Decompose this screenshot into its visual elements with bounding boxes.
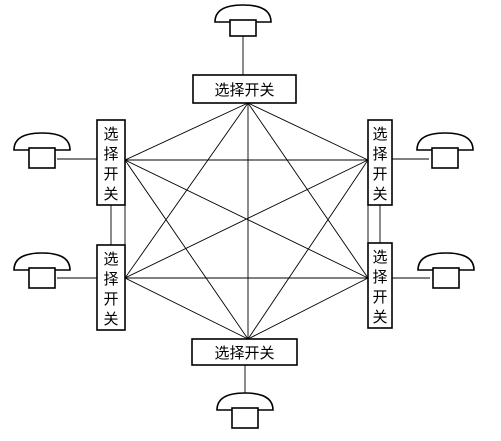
switch-upper-left-char-2: 择 xyxy=(103,145,118,163)
switch-bottom-label: 选择开关 xyxy=(214,344,274,362)
mesh-link-top-upper-left xyxy=(124,102,249,161)
telephone-icon xyxy=(13,252,71,289)
switch-lower-left: 选 择 开 关 xyxy=(96,244,126,331)
switch-lower-left-char-1: 选 xyxy=(103,250,118,268)
telephone-top xyxy=(214,4,272,37)
mesh-link-lower-right-bottom xyxy=(247,277,369,340)
switch-lower-right: 选 择 开 关 xyxy=(367,242,393,329)
mesh-links xyxy=(124,102,369,340)
telephone-lower-right xyxy=(417,252,475,289)
telephone-icon xyxy=(417,252,475,289)
switch-top: 选择开关 xyxy=(192,74,297,104)
mesh-link-top-upper-right xyxy=(247,102,369,161)
mesh-link-top-lower-left xyxy=(124,102,249,279)
telephone-icon xyxy=(416,132,474,169)
switch-bottom: 选择开关 xyxy=(191,338,298,366)
switch-lower-right-char-2: 择 xyxy=(372,268,387,286)
switch-top-label: 选择开关 xyxy=(214,81,274,99)
switch-upper-right-char-3: 开 xyxy=(372,165,387,183)
telephone-upper-right xyxy=(416,132,474,169)
switch-upper-left-char-4: 关 xyxy=(103,185,118,203)
switch-upper-right-char-1: 选 xyxy=(372,125,387,143)
switch-lower-right-char-3: 开 xyxy=(372,288,387,306)
telephone-bottom xyxy=(216,392,274,429)
telephone-upper-left xyxy=(13,132,71,169)
mesh-link-upper-right-bottom xyxy=(247,159,369,340)
switch-upper-left-char-3: 开 xyxy=(103,165,118,183)
mesh-link-bottom-lower-left xyxy=(124,277,249,340)
switch-upper-left: 选 择 开 关 xyxy=(96,119,126,206)
mesh-link-lower-right-upper-left xyxy=(124,159,369,279)
switch-upper-right: 选 择 开 关 xyxy=(367,119,393,206)
switch-lower-right-char-4: 关 xyxy=(372,308,387,326)
switch-lower-left-char-2: 择 xyxy=(103,270,118,288)
mesh-link-top-lower-right xyxy=(247,102,369,279)
switch-upper-right-char-4: 关 xyxy=(372,185,387,203)
telephone-icon xyxy=(216,392,274,429)
switch-upper-left-char-1: 选 xyxy=(103,125,118,143)
switch-upper-right-char-2: 择 xyxy=(372,145,387,163)
mesh-link-bottom-upper-left xyxy=(124,159,249,340)
switch-lower-left-char-3: 开 xyxy=(103,290,118,308)
phone-connectors xyxy=(57,36,430,396)
telephone-icon xyxy=(13,132,71,169)
switch-lower-left-char-4: 关 xyxy=(103,310,118,328)
switch-lower-right-char-1: 选 xyxy=(372,248,387,266)
telephone-icon xyxy=(214,4,272,37)
telephone-lower-left xyxy=(13,252,71,289)
